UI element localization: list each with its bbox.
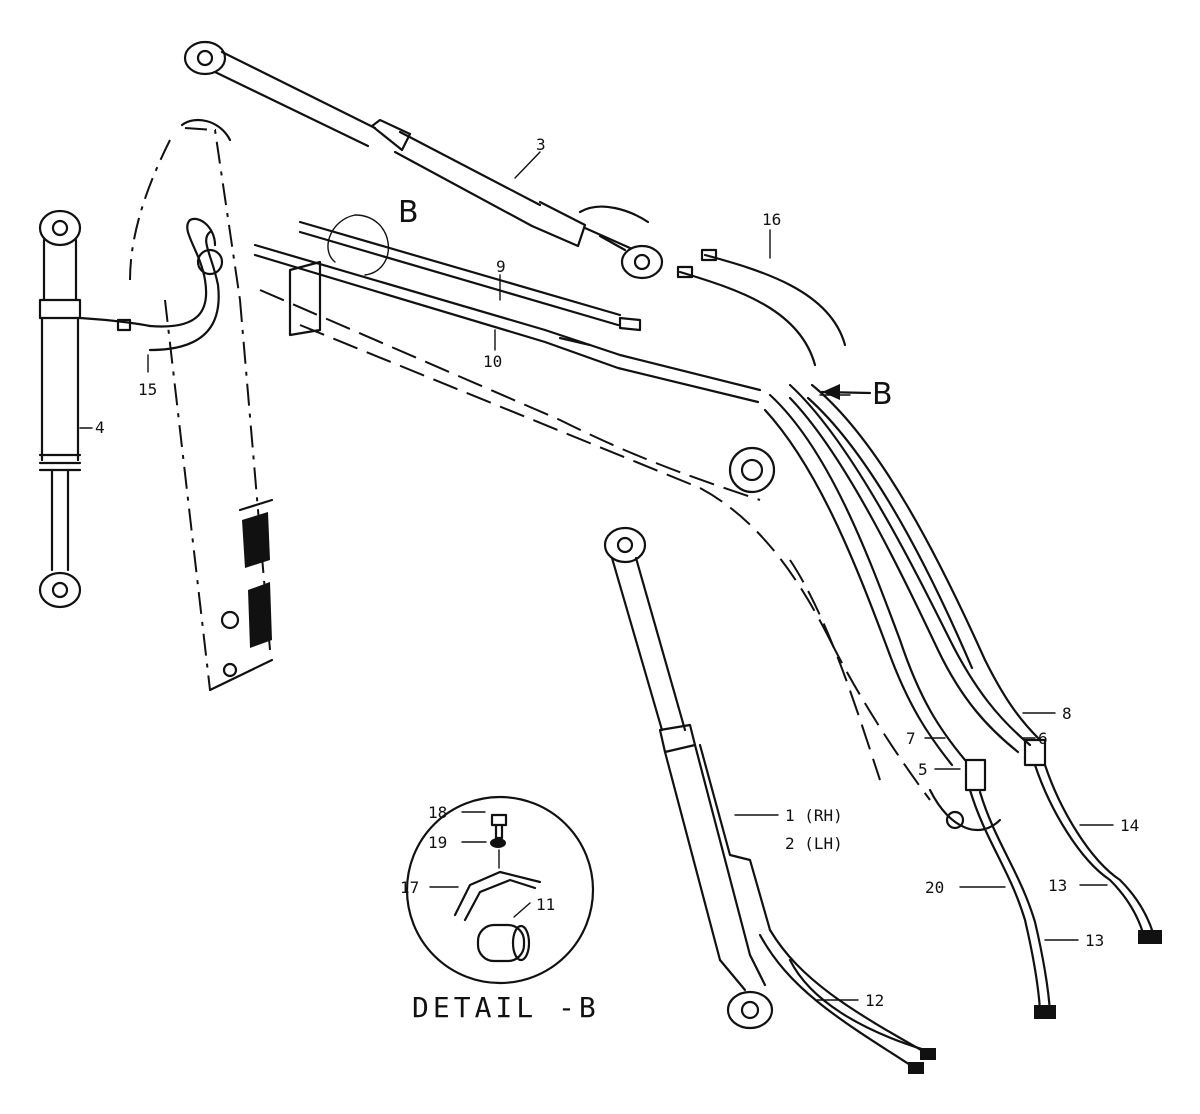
section-b-arrow — [820, 384, 872, 400]
hose-15 — [78, 217, 220, 352]
section-b-arrow-label: B — [872, 377, 893, 412]
hose-bundle — [763, 383, 1047, 792]
callout-15: 15 — [138, 380, 157, 399]
callout-14: 14 — [1120, 816, 1139, 835]
callout-2: 2 (LH) — [785, 834, 843, 853]
detail-title: DETAIL -B — [412, 991, 600, 1024]
callout-13b: 13 — [1085, 931, 1104, 950]
boom-cylinder-1-2 — [603, 526, 936, 1074]
arm-cylinder-3 — [183, 40, 664, 280]
callout-6: 6 — [1038, 729, 1048, 748]
tubes-9-10 — [253, 220, 762, 404]
bucket-cylinder-4 — [38, 209, 82, 609]
callout-4: 4 — [95, 418, 105, 437]
callout-10: 10 — [483, 352, 502, 371]
callout-17: 17 — [400, 878, 419, 897]
callout-13a: 13 — [1048, 876, 1067, 895]
callout-19: 19 — [428, 833, 447, 852]
callout-3: 3 — [536, 135, 546, 154]
leader-lines — [79, 151, 1114, 1001]
detail-b — [405, 795, 595, 985]
callout-5: 5 — [918, 760, 928, 779]
callout-11: 11 — [536, 895, 555, 914]
section-b-label: B — [398, 195, 419, 230]
callout-1: 1 (RH) — [785, 806, 843, 825]
callout-8: 8 — [1062, 704, 1072, 723]
boom-upright — [129, 118, 274, 692]
hoses-13-14-20 — [968, 763, 1162, 1019]
hose-16 — [676, 248, 847, 367]
callout-18: 18 — [428, 803, 447, 822]
callout-9: 9 — [496, 257, 506, 276]
callout-7: 7 — [906, 729, 916, 748]
callout-20: 20 — [925, 878, 944, 897]
section-b-marker — [327, 214, 389, 276]
callout-16: 16 — [762, 210, 781, 229]
main-arm — [259, 260, 1002, 832]
callout-12: 12 — [865, 991, 884, 1010]
